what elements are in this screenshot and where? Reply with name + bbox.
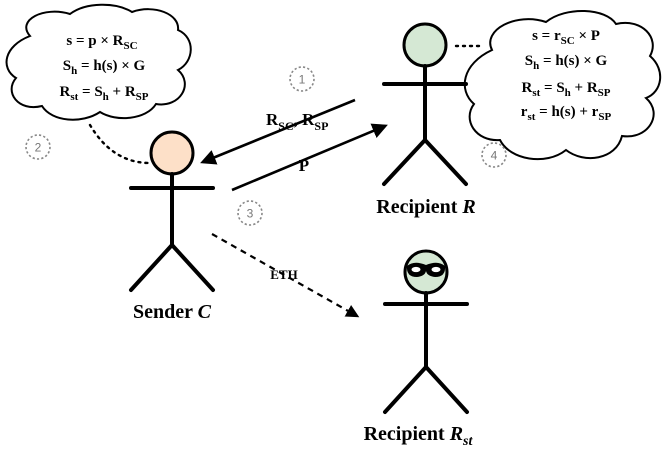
sender-left-leg bbox=[129, 243, 174, 292]
step-4-label: 4 bbox=[491, 149, 498, 163]
sender-label: Sender C bbox=[133, 301, 212, 323]
recipient-r-left-leg bbox=[382, 138, 427, 186]
cloud-right-line-1: s = rSC × P bbox=[532, 28, 600, 47]
eth-transfer-label: ETH bbox=[270, 267, 297, 282]
recipient-rst-figure bbox=[383, 249, 469, 414]
recipient-rst-right-leg bbox=[424, 365, 469, 414]
cloud-right-line-2: Sh = h(s) × G bbox=[525, 53, 608, 72]
sender-figure bbox=[129, 130, 215, 292]
step-marker-1: 1 bbox=[289, 66, 315, 92]
step-2-circle bbox=[25, 134, 51, 160]
cloud-left-line-1: s = p × RSC bbox=[66, 33, 137, 52]
mask-icon bbox=[406, 262, 446, 277]
sender-head bbox=[149, 130, 195, 176]
recipient-cloud-shape bbox=[463, 10, 661, 161]
step-marker-4: 4 bbox=[481, 142, 507, 168]
recipient-thought-cloud: s = rSC × P Sh = h(s) × G Rst = Sh + RSP… bbox=[463, 10, 661, 161]
sender-right-leg bbox=[170, 243, 215, 292]
recipient-r-right-leg bbox=[423, 138, 468, 186]
cloud-right-line-3: Rst = Sh + RSP bbox=[521, 80, 610, 99]
sender-thought-connector bbox=[88, 123, 150, 165]
recipient-r-head bbox=[402, 22, 448, 68]
recipient-r-figure bbox=[382, 22, 468, 186]
step-4-circle bbox=[481, 142, 507, 168]
cloud-left-line-3: Rst = Sh + RSP bbox=[59, 84, 148, 103]
keys-arrow-label: RSC, RSP bbox=[266, 110, 328, 133]
sender-cloud-shape bbox=[5, 3, 192, 121]
keys-arrow bbox=[200, 98, 356, 165]
public-key-arrow bbox=[231, 123, 388, 192]
step-3-label: 3 bbox=[247, 207, 254, 221]
step-2-label: 2 bbox=[35, 141, 42, 155]
sender-thought-cloud: s = p × RSC Sh = h(s) × G Rst = Sh + RSP bbox=[5, 3, 192, 121]
cloud-right-line-4: rst = h(s) + rSP bbox=[521, 104, 612, 123]
cloud-left-line-2: Sh = h(s) × G bbox=[63, 58, 146, 77]
step-marker-2: 2 bbox=[25, 134, 51, 160]
recipient-rst-left-leg bbox=[383, 365, 428, 414]
recipient-rst-label: Recipient Rst bbox=[364, 423, 474, 449]
step-1-label: 1 bbox=[299, 73, 306, 87]
recipient-r-label: Recipient R bbox=[376, 196, 475, 218]
step-3-circle bbox=[237, 200, 263, 226]
public-key-arrow-label: P bbox=[299, 156, 309, 175]
step-marker-3: 3 bbox=[237, 200, 263, 226]
eth-transfer-arrow bbox=[211, 233, 360, 318]
step-1-circle bbox=[289, 66, 315, 92]
